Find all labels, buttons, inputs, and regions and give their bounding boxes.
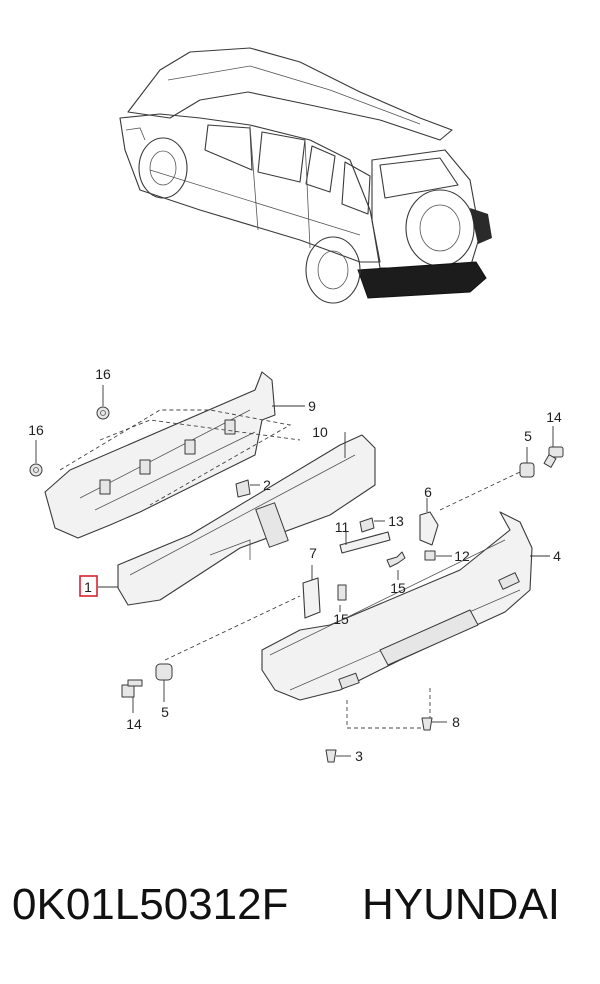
callout-14-right: 14 bbox=[546, 409, 562, 425]
bumper-cover-4 bbox=[261, 511, 533, 701]
callout-16-top: 16 bbox=[95, 366, 111, 382]
callout-14-left: 14 bbox=[126, 716, 142, 732]
callout-15-right: 15 bbox=[390, 580, 406, 596]
callout-5-left: 5 bbox=[161, 704, 169, 720]
callout-8: 8 bbox=[452, 714, 460, 730]
callout-1: 1 bbox=[84, 579, 92, 595]
clip-2 bbox=[235, 479, 251, 498]
callout-6: 6 bbox=[424, 484, 432, 500]
callout-5-right: 5 bbox=[524, 428, 532, 444]
callout-12: 12 bbox=[454, 548, 470, 564]
callout-16-left: 16 bbox=[28, 422, 44, 438]
grommet-5-right bbox=[519, 462, 535, 478]
bolt-15-a bbox=[337, 584, 347, 601]
bracket-7 bbox=[302, 577, 321, 619]
nut-16-top bbox=[96, 406, 110, 420]
footer-caption: 0K01L50312F HYUNDAI bbox=[0, 880, 600, 950]
stay-11 bbox=[339, 531, 391, 554]
callout-13: 13 bbox=[388, 513, 404, 529]
brand-name: HYUNDAI bbox=[362, 880, 561, 929]
callout-10: 10 bbox=[312, 424, 328, 440]
callout-15-left: 15 bbox=[333, 611, 349, 627]
callout-2: 2 bbox=[263, 477, 271, 493]
callout-4: 4 bbox=[553, 548, 561, 564]
clip-13 bbox=[359, 517, 375, 533]
nut-12 bbox=[424, 550, 436, 561]
callout-3: 3 bbox=[355, 748, 363, 764]
clip-8 bbox=[421, 717, 433, 731]
vehicle-illustration bbox=[119, 47, 492, 304]
grommet-5-left bbox=[155, 663, 173, 681]
bracket-6 bbox=[419, 511, 439, 546]
reinforcement-bracket-9 bbox=[44, 371, 276, 539]
part-number: 0K01L50312F bbox=[12, 880, 289, 929]
callout-11: 11 bbox=[335, 519, 350, 535]
callout-1-box bbox=[79, 575, 98, 597]
bolt-15-b bbox=[386, 551, 406, 568]
clip-3 bbox=[325, 749, 337, 763]
callout-7: 7 bbox=[309, 545, 317, 561]
callout-9: 9 bbox=[308, 398, 316, 414]
absorber-10 bbox=[117, 434, 376, 606]
nut-16-left bbox=[29, 463, 43, 477]
parts-diagram: 16 16 9 10 2 1 7 15 11 13 15 12 6 5 14 4… bbox=[28, 47, 564, 764]
bolt-14-left bbox=[121, 679, 143, 698]
bolt-14-right bbox=[543, 446, 564, 468]
